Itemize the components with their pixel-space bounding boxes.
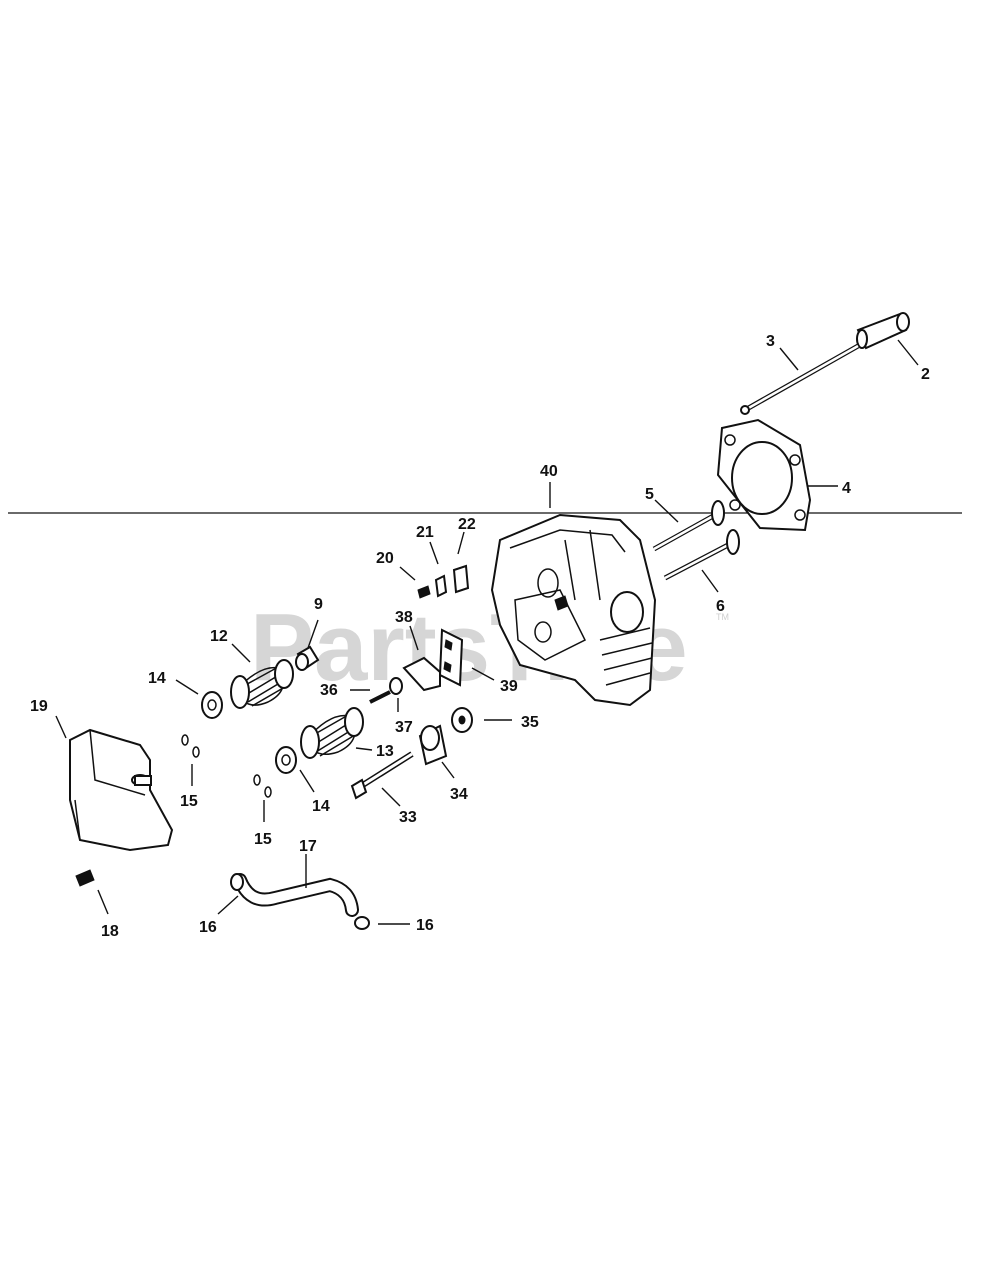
callout-34: 34 <box>450 786 468 803</box>
leader-lines <box>55 339 919 925</box>
callout-39: 39 <box>500 678 518 695</box>
part-19-valve-cover <box>69 728 174 852</box>
part-3-push-rod <box>740 343 860 415</box>
part-37-pivot <box>389 677 403 695</box>
part-33-bolt <box>350 751 414 800</box>
callout-33: 33 <box>399 809 417 826</box>
callout-15-lower: 15 <box>254 831 272 848</box>
part-17-breather-hose <box>233 873 359 917</box>
part-13-valve-spring <box>300 707 364 759</box>
callout-16-right: 16 <box>416 917 434 934</box>
callout-14-lower: 14 <box>312 798 330 815</box>
part-18-screw <box>75 869 95 887</box>
part-35-washer <box>451 707 473 733</box>
callout-38: 38 <box>395 609 413 626</box>
part-14-spring-retainer <box>201 691 223 719</box>
part-15-valve-keepers-lower <box>253 774 272 798</box>
callout-15: 15 <box>180 793 198 810</box>
part-6-valve <box>663 529 740 581</box>
callout-36: 36 <box>320 682 338 699</box>
part-39-plate <box>438 628 464 687</box>
callout-17: 17 <box>299 838 317 855</box>
callout-3: 3 <box>766 333 775 350</box>
callout-5: 5 <box>645 486 654 503</box>
callout-9: 9 <box>314 596 323 613</box>
callout-2: 2 <box>921 366 930 383</box>
callout-18: 18 <box>101 923 119 940</box>
part-36-bolt <box>369 690 391 704</box>
part-40-cylinder-head <box>490 513 657 707</box>
callout-40: 40 <box>540 463 558 480</box>
part-5-valve <box>652 500 725 552</box>
part-4-head-gasket <box>716 418 812 532</box>
part-12-valve-spring <box>230 659 294 709</box>
callout-21: 21 <box>416 524 434 541</box>
part-16-hose-clamp-right <box>354 916 370 930</box>
part-2-lifter <box>856 312 910 350</box>
callout-4: 4 <box>842 480 851 497</box>
part-20-screw <box>417 585 431 599</box>
callout-labels: 2 3 4 5 6 9 12 13 14 14 15 15 16 16 17 1… <box>30 333 930 940</box>
part-16-hose-clamp <box>230 873 244 891</box>
callout-22: 22 <box>458 516 476 533</box>
callout-6: 6 <box>716 598 725 615</box>
part-38-rocker-arm <box>402 656 441 692</box>
callout-14: 14 <box>148 670 166 687</box>
part-34-spacer <box>418 724 448 766</box>
watermark-tm: TM <box>716 612 729 622</box>
callout-13: 13 <box>376 743 394 760</box>
callout-19: 19 <box>30 698 48 715</box>
callout-35: 35 <box>521 714 539 731</box>
part-21-bracket <box>434 574 448 598</box>
part-15-valve-keepers <box>181 734 200 758</box>
callout-16: 16 <box>199 919 217 936</box>
part-14-spring-retainer-lower <box>275 746 297 774</box>
callout-20: 20 <box>376 550 394 567</box>
callout-12: 12 <box>210 628 228 645</box>
part-22-bracket <box>452 564 470 594</box>
part-9-valve-cap <box>295 645 320 671</box>
callout-37: 37 <box>395 719 413 736</box>
